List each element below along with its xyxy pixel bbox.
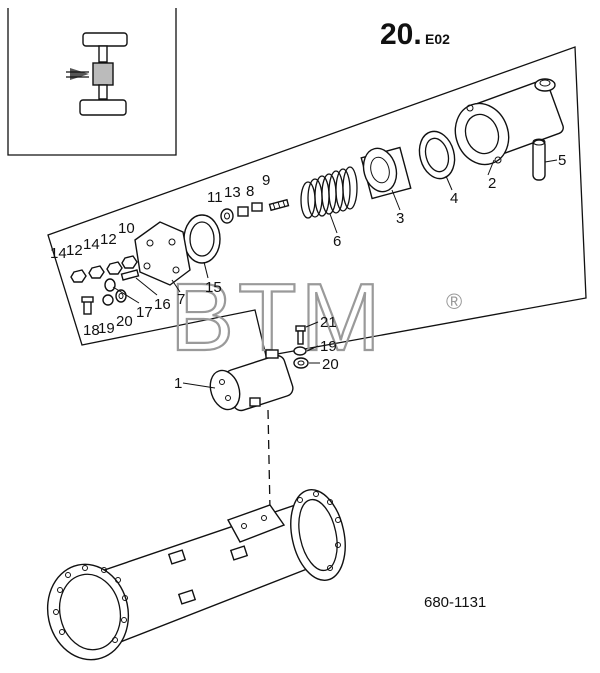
section-code: E02 <box>425 31 450 47</box>
callout-3: 3 <box>396 210 404 227</box>
part-5-pin <box>532 138 546 181</box>
callout-5: 5 <box>558 152 566 169</box>
part-2-housing <box>454 78 564 166</box>
part-18-bolt <box>81 296 94 315</box>
callout-2: 2 <box>488 175 496 192</box>
part-21-bolt <box>295 325 306 345</box>
part-19-washer-a <box>102 294 114 306</box>
part-8-nut <box>251 202 263 212</box>
callout-10: 10 <box>118 220 135 237</box>
watermark-registered: ® <box>446 289 462 314</box>
callout-labels: 1 2 3 4 5 6 7 8 9 10 11 12 12 13 14 14 1… <box>50 152 566 392</box>
callout-20b: 20 <box>322 356 339 373</box>
callout-4: 4 <box>450 190 458 207</box>
callout-11: 11 <box>207 189 223 206</box>
callout-12a: 12 <box>66 242 83 259</box>
part-14-nut-a <box>88 265 105 279</box>
callout-21: 21 <box>320 314 337 331</box>
callout-9: 9 <box>262 172 270 189</box>
part-4-gasket <box>418 130 456 180</box>
callout-12b: 12 <box>100 231 117 248</box>
callout-17: 17 <box>136 304 153 321</box>
part-3-piston <box>360 146 412 200</box>
part-6-spring <box>300 166 358 219</box>
callout-14b: 14 <box>83 236 100 253</box>
part-10-nut <box>121 255 138 269</box>
axle-housing <box>46 488 346 661</box>
callout-20a: 20 <box>116 313 133 330</box>
section-number: 20. <box>380 18 422 51</box>
callout-14a: 14 <box>50 245 67 262</box>
callout-6: 6 <box>333 233 341 250</box>
part-16-stud <box>120 269 140 281</box>
location-inset <box>7 8 177 156</box>
callout-15: 15 <box>205 279 222 296</box>
part-11-washer <box>220 208 234 224</box>
part-1-assembly <box>209 349 294 412</box>
document-number: 680-1131 <box>424 594 486 611</box>
part-14-nut-b <box>70 269 87 283</box>
callout-1: 1 <box>174 375 182 392</box>
callout-19a: 19 <box>98 320 115 337</box>
alignment-line <box>267 409 271 511</box>
part-13-nut <box>237 206 249 217</box>
callout-18: 18 <box>83 322 100 339</box>
part-17-washer <box>104 278 116 292</box>
part-7-cover <box>134 221 191 286</box>
part-20-washer-b <box>293 357 309 369</box>
part-15-seal-ring <box>183 214 221 264</box>
callout-13: 13 <box>224 184 241 201</box>
callout-7: 7 <box>177 291 185 308</box>
part-12-nut-a <box>106 261 123 275</box>
callout-8: 8 <box>246 183 254 200</box>
part-19-washer-b <box>293 346 307 356</box>
part-9-bolt <box>268 198 290 212</box>
callout-16: 16 <box>154 296 171 313</box>
leader-lines <box>112 159 558 389</box>
callout-19b: 19 <box>320 338 337 355</box>
